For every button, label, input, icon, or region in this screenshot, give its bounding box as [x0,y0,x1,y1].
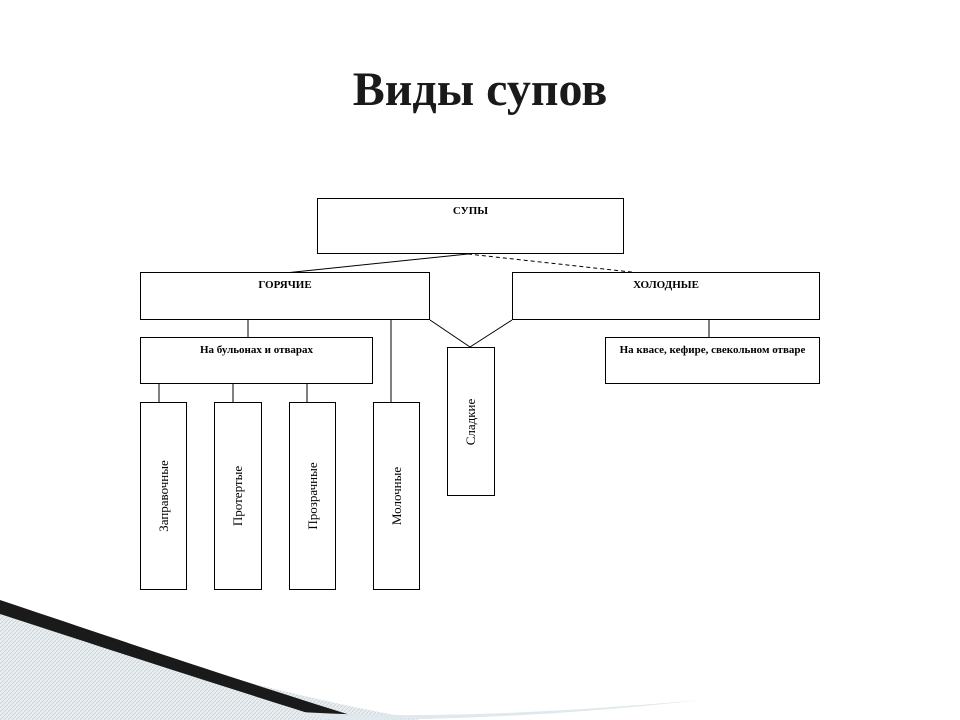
node-broths-label: На бульонах и отварах [199,344,314,356]
node-broths: На бульонах и отварах [140,337,373,384]
node-milk-label: Молочные [388,466,404,526]
node-cold: ХОЛОДНЫЕ [512,272,820,320]
node-hot: ГОРЯЧИЕ [140,272,430,320]
node-sweet: Сладкие [447,347,495,496]
node-milk: Молочные [373,402,420,590]
node-sweet-label: Сладкие [463,398,478,445]
slide-title: Виды супов [352,63,608,116]
node-pureed: Протертые [214,402,262,590]
node-dressed: Заправочные [140,402,187,590]
node-pureed-label: Протертые [230,465,245,527]
node-kvass: На квасе, кефире, свекольном отваре [605,337,820,384]
node-soups-label: СУПЫ [452,205,489,217]
node-hot-label: ГОРЯЧИЕ [258,279,312,291]
node-soups: СУПЫ [317,198,624,254]
node-clear: Прозрачные [289,402,336,590]
node-kvass-label: На квасе, кефире, свекольном отваре [619,344,806,356]
node-dressed-label: Заправочные [155,460,171,532]
node-cold-label: ХОЛОДНЫЕ [633,279,699,291]
node-clear-label: Прозрачные [304,462,320,530]
